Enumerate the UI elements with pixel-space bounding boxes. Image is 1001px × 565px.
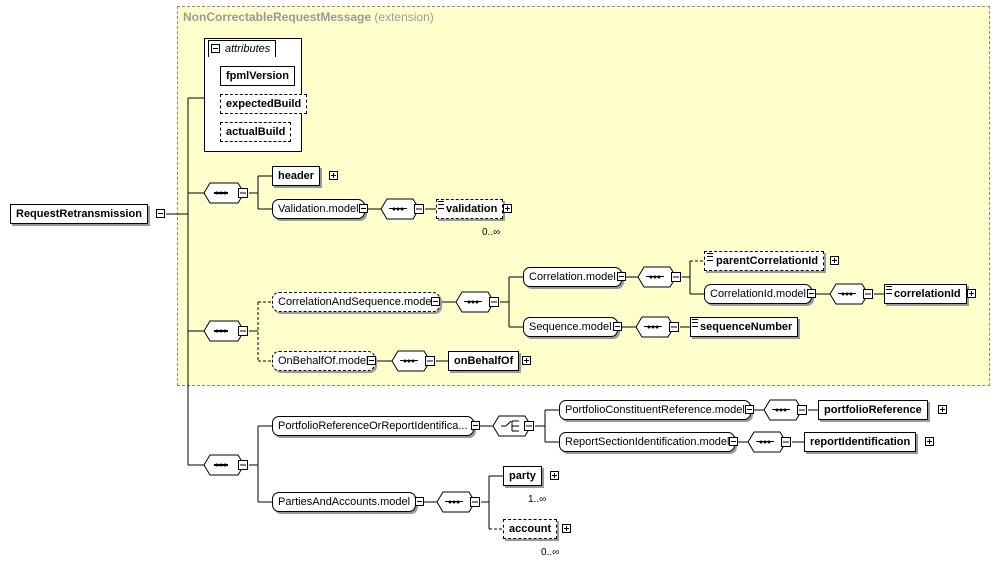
validation-element[interactable]: validation <box>436 199 504 219</box>
correlation-id-model-group[interactable]: CorrelationId.model <box>704 284 812 304</box>
report-identification-element[interactable]: reportIdentification <box>804 432 917 452</box>
text-content-icon <box>438 201 444 209</box>
root-element[interactable]: RequestRetransmission <box>10 204 148 224</box>
party-cardinality: 1..∞ <box>528 494 547 505</box>
on-behalf-of-model-collapse-icon[interactable] <box>367 356 376 365</box>
attribute-expectedbuild[interactable]: expectedBuild <box>220 94 308 114</box>
parent-correlation-id-expand-icon[interactable] <box>830 256 839 265</box>
text-content-icon <box>692 319 698 327</box>
report-section-group[interactable]: ReportSectionIdentification.model <box>559 432 736 452</box>
sequence-model-group[interactable]: Sequence.model <box>523 317 618 337</box>
portfolio-constituent-group[interactable]: PortfolioConstituentReference.model <box>559 400 751 420</box>
sequence-model-collapse-icon[interactable] <box>613 322 622 331</box>
portfolio-or-report-group[interactable]: PortfolioReferenceOrReportIdentifica... <box>272 416 474 436</box>
correlation-model-collapse-icon[interactable] <box>617 272 626 281</box>
account-cardinality: 0..∞ <box>541 547 560 558</box>
correlation-id-model-collapse-icon[interactable] <box>807 289 816 298</box>
on-behalf-of-expand-icon[interactable] <box>522 356 531 365</box>
attribute-actualbuild[interactable]: actualBuild <box>220 122 292 142</box>
correlation-id-expand-icon[interactable] <box>967 289 976 298</box>
attribute-fpmlversion[interactable]: fpmlVersion <box>220 66 295 86</box>
attributes-header[interactable]: attributes <box>208 40 276 57</box>
correlation-and-sequence-collapse-icon[interactable] <box>431 297 440 306</box>
party-element[interactable]: party <box>503 466 542 486</box>
account-element[interactable]: account <box>503 519 558 539</box>
portfolio-constituent-collapse-icon[interactable] <box>745 405 754 414</box>
validation-cardinality: 0..∞ <box>482 227 501 238</box>
validation-model-collapse-icon[interactable] <box>359 204 368 213</box>
extension-title: NonCorrectableRequestMessage (extension) <box>183 10 434 24</box>
parties-and-accounts-group[interactable]: PartiesAndAccounts.model <box>272 492 417 512</box>
collapse-icon[interactable] <box>211 44 220 53</box>
portfolio-or-report-collapse-icon[interactable] <box>471 421 480 430</box>
correlation-and-sequence-group[interactable]: CorrelationAndSequence.model <box>272 292 440 312</box>
party-expand-icon[interactable] <box>550 471 559 480</box>
report-identification-expand-icon[interactable] <box>925 437 934 446</box>
sequence-number-element[interactable]: sequenceNumber <box>690 317 799 337</box>
text-content-icon <box>707 253 713 261</box>
portfolio-reference-element[interactable]: portfolioReference <box>818 400 928 420</box>
header-expand-icon[interactable] <box>329 171 338 180</box>
on-behalf-of-model-group[interactable]: OnBehalfOf.model <box>272 351 375 371</box>
validation-model-group[interactable]: Validation.model <box>272 199 365 219</box>
text-content-icon <box>886 286 892 294</box>
root-collapse-icon[interactable] <box>156 209 165 218</box>
account-expand-icon[interactable] <box>562 524 571 533</box>
header-element[interactable]: header <box>272 166 321 186</box>
correlation-id-element[interactable]: correlationId <box>884 284 967 304</box>
portfolio-reference-expand-icon[interactable] <box>938 405 947 414</box>
on-behalf-of-element[interactable]: onBehalfOf <box>448 351 520 371</box>
correlation-model-group[interactable]: Correlation.model <box>523 267 622 287</box>
parent-correlation-id-element[interactable]: parentCorrelationId <box>704 251 825 271</box>
validation-expand-icon[interactable] <box>503 204 512 213</box>
report-section-collapse-icon[interactable] <box>729 437 738 446</box>
parties-and-accounts-collapse-icon[interactable] <box>415 497 424 506</box>
